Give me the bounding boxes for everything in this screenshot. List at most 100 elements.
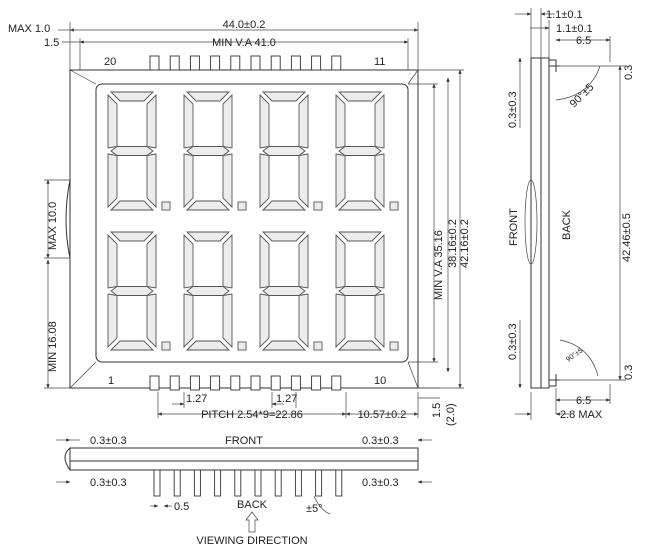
digit-segment — [222, 233, 233, 289]
digit-segment — [109, 231, 155, 242]
glass-outline — [69, 69, 419, 389]
side-view: 1.1±0.1 1.1±0.1 6.5 0.3 90°±5 0.3±0.3 0.… — [507, 8, 635, 421]
side-dim-a: 1.1±0.1 — [546, 9, 583, 21]
dim-min-16: MIN 16.08 — [47, 321, 59, 372]
bottom-pin — [250, 375, 261, 391]
digit-segment — [183, 93, 194, 149]
pin-label-1: 1 — [108, 375, 114, 387]
digit-segment — [335, 293, 346, 349]
decimal-point — [313, 341, 323, 351]
digit-segment — [337, 340, 383, 351]
digit — [335, 231, 399, 351]
top-pin — [331, 55, 342, 71]
digit-segment — [335, 153, 346, 209]
bottom-label-back: BACK — [237, 499, 268, 511]
digit-segment — [335, 93, 346, 149]
dim-edge: 10.57±0.2 — [358, 409, 407, 421]
side-glass-front — [530, 57, 542, 389]
digit-segment — [337, 231, 383, 242]
side-label-back: BACK — [561, 209, 573, 240]
side-dim-b: 1.1±0.1 — [556, 23, 593, 35]
digit-segment — [183, 153, 194, 209]
side-dim-c: 6.5 — [576, 35, 591, 47]
dim-height-inner: 38.16±0.2 — [447, 219, 459, 268]
digit — [259, 231, 323, 351]
digit-segment — [338, 286, 382, 296]
digit-segment — [109, 91, 155, 102]
pin-label-20: 20 — [104, 56, 116, 68]
bottom-label-front: FRONT — [225, 435, 263, 447]
digit-segment — [262, 146, 306, 156]
digit-segment — [338, 146, 382, 156]
digit-segment — [222, 93, 233, 149]
bottom-dim-right-bottom: 0.3±0.3 — [362, 477, 399, 489]
dim-overall-width: 44.0±0.2 — [223, 19, 266, 31]
digit-segment — [222, 153, 233, 209]
decimal-point — [389, 341, 399, 351]
decimal-point — [161, 201, 171, 211]
viewing-area — [95, 83, 409, 363]
digit-segment — [261, 200, 307, 211]
dim-pitch-b: 1.27 — [276, 393, 297, 405]
digit-segment — [262, 286, 306, 296]
digit-segment — [259, 153, 270, 209]
side-angle-bottom: 90°±5 — [565, 347, 585, 364]
bottom-dim-left-top: 0.3±0.3 — [90, 435, 127, 447]
top-pin — [270, 55, 281, 71]
top-pin — [250, 55, 261, 71]
digit — [259, 91, 323, 211]
digit-segment — [185, 200, 231, 211]
bottom-view-pin — [315, 469, 323, 497]
bottom-pin — [210, 375, 221, 391]
top-pin-row — [149, 55, 342, 71]
decimal-point — [237, 201, 247, 211]
side-dim-left-bottom: 0.3±0.3 — [507, 323, 519, 360]
bottom-glass-front — [69, 447, 419, 462]
dim-min-va-height: MIN V.A 35.16 — [433, 230, 445, 300]
bottom-dim-left-bottom: 0.3±0.3 — [90, 477, 127, 489]
top-pin — [149, 55, 160, 71]
dim-1-5-top: 1.5 — [44, 37, 59, 49]
bottom-dim-pin-width: 0.5 — [174, 501, 189, 513]
top-pin — [189, 55, 200, 71]
top-pin — [230, 55, 241, 71]
dim-pitch-total: PITCH 2.54*9=22.86 — [201, 409, 303, 421]
bottom-pin — [290, 375, 301, 391]
decimal-point — [389, 201, 399, 211]
digit-segment — [261, 91, 307, 102]
bottom-glass-back — [69, 460, 419, 471]
side-dim-d: 0.3 — [623, 65, 635, 80]
bottom-angle: ±5° — [306, 503, 323, 515]
viewing-direction-label: VIEWING DIRECTION — [196, 535, 307, 547]
top-pin — [290, 55, 301, 71]
side-dim-max: 2.8 MAX — [560, 409, 603, 421]
bottom-view-pin — [173, 469, 181, 497]
digit-segment — [337, 91, 383, 102]
dim-height-outer: 42.16±0.2 — [459, 219, 471, 268]
digit-segment — [298, 233, 309, 289]
digit-segment — [107, 153, 118, 209]
side-dim-height: 42.46±0.5 — [621, 213, 633, 262]
digit-segment — [185, 91, 231, 102]
digit-area — [107, 91, 399, 351]
digit-segment — [261, 231, 307, 242]
digit-segment — [109, 340, 155, 351]
digit-segment — [337, 200, 383, 211]
bottom-view: FRONT 0.3±0.3 0.3±0.3 0.3±0.3 0.3±0.3 0.… — [56, 435, 432, 547]
pin-label-11: 11 — [374, 56, 385, 68]
bottom-view-pin — [193, 469, 201, 497]
digit-segment — [183, 293, 194, 349]
pin-label-10: 10 — [374, 375, 386, 387]
bottom-view-pin — [274, 469, 282, 497]
bottom-dim-right-top: 0.3±0.3 — [362, 435, 399, 447]
digit-segment — [146, 293, 157, 349]
bottom-pin — [169, 375, 180, 391]
side-dim-bottom-width: 6.5 — [576, 395, 591, 407]
digit-segment — [110, 286, 154, 296]
decimal-point — [313, 201, 323, 211]
bottom-pin — [311, 375, 322, 391]
bottom-view-pin — [153, 469, 161, 497]
digit-segment — [109, 200, 155, 211]
digit — [183, 91, 247, 211]
digit-segment — [374, 153, 385, 209]
